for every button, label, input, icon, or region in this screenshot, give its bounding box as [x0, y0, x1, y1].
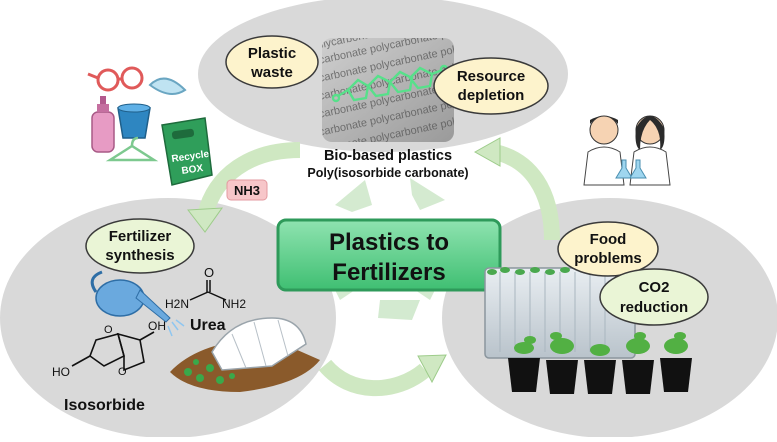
arrow-top-to-left-head	[187, 207, 224, 233]
center-title-line1: Plastics to	[329, 229, 449, 256]
urea-nh2-right-label: NH2	[222, 297, 246, 311]
waste-items-illustration: Recycle BOX	[87, 66, 213, 186]
isosorbide-o-top: O	[104, 324, 113, 336]
isosorbide-o-bottom: O	[118, 366, 127, 378]
urea-o-label: O	[204, 265, 214, 280]
bubble-plastic-waste-line2: waste	[250, 64, 293, 81]
recycle-box-label-line2: BOX	[181, 163, 204, 177]
urea-structure: O H2N NH2 Urea	[165, 265, 246, 334]
caption-poly-isosorbide-carbonate: Poly(isosorbide carbonate)	[307, 166, 468, 180]
ammonia-label: NH3	[234, 183, 260, 198]
bubble-resource-line2: depletion	[458, 87, 525, 104]
center-title-box: Plastics to Fertilizers	[276, 218, 502, 292]
bubble-food-line2: problems	[574, 250, 642, 267]
arrow-left-to-right-head	[417, 354, 447, 384]
bucket-icon	[117, 103, 151, 139]
bubble-fertilizer-line2: synthesis	[105, 247, 174, 264]
caption-bio-based-plastics: Bio-based plastics	[324, 148, 452, 164]
bubble-co2-reduction: CO2 reduction	[599, 268, 709, 326]
bubble-plastic-waste-line1: Plastic	[248, 45, 296, 62]
hanger-icon	[105, 136, 159, 162]
bubble-food-line1: Food	[590, 231, 627, 248]
bottle-icon	[91, 96, 115, 153]
urea-nh2-left-label: H2N	[165, 297, 189, 311]
plant-pots	[508, 358, 692, 394]
recycle-box-icon: Recycle BOX	[161, 117, 213, 186]
bubble-co2-line2: reduction	[620, 299, 688, 316]
arrow-right-to-top-head	[473, 137, 501, 167]
urea-label: Urea	[190, 317, 226, 334]
bubble-plastic-waste: Plastic waste	[225, 35, 319, 89]
ammonia-badge: NH3	[226, 179, 268, 201]
center-title-line2: Fertilizers	[332, 259, 445, 286]
goggles-icon	[148, 77, 187, 95]
scientists-illustration	[583, 115, 671, 186]
recycle-box-label-line1: Recycle	[171, 149, 210, 165]
glasses-icon	[87, 66, 144, 92]
isosorbide-label: Isosorbide	[64, 397, 145, 414]
plastic-photo: polycarbonate polycarbonate polycarbonat…	[322, 38, 454, 142]
arrow-right-to-top	[492, 144, 560, 241]
isosorbide-oh-bottom: HO	[52, 365, 70, 379]
plant-tray-photo	[484, 267, 692, 394]
bubble-resource-line1: Resource	[457, 68, 525, 85]
greenhouse-illustration	[170, 317, 320, 392]
arrow-left-to-right	[318, 359, 431, 397]
bubble-food-problems: Food problems	[557, 221, 659, 277]
arrow-top-to-left	[197, 142, 301, 218]
bubble-resource-depletion: Resource depletion	[433, 57, 549, 115]
watering-can-icon	[90, 270, 185, 337]
isosorbide-oh-top: OH	[148, 319, 166, 333]
bubble-co2-line1: CO2	[639, 279, 670, 296]
bubble-fertilizer-line1: Fertilizer	[109, 228, 172, 245]
bubble-fertilizer-synthesis: Fertilizer synthesis	[85, 218, 195, 274]
isosorbide-structure	[71, 331, 155, 372]
